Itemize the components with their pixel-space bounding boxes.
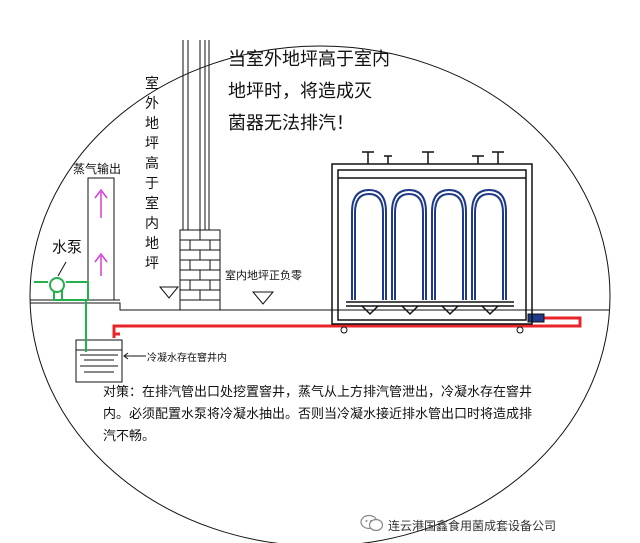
sterilizer-cabinet (331, 163, 533, 325)
ground-lines (30, 299, 610, 311)
cabinet-wheel-right (516, 326, 524, 334)
headline-warning: 当室外地坪高于室内 地坪时，将造成灭 菌器无法排汽！ (228, 44, 438, 140)
countermeasure-note: 对策：在排汽管出口处挖置窨井，蒸气从上方排汽管泄出，冷凝水存在窨井内。必须配置水… (103, 385, 533, 444)
indoor-level-marker (251, 291, 275, 305)
headline-line-2: 地坪时，将造成灭 (228, 81, 372, 102)
vessel-base (346, 301, 514, 316)
water-label-arrowhead (123, 352, 129, 360)
headline-line-1: 当室外地坪高于室内 (228, 49, 390, 70)
pump-symbol (49, 277, 65, 293)
drain-pipe (112, 316, 582, 338)
pump-label-leader (57, 261, 67, 277)
sterilizer-vessels (351, 188, 507, 300)
brand-footer: 连云港国鑫食用菌成套设备公司 (388, 519, 557, 533)
headline-line-3: 菌器无法排汽！ (228, 113, 354, 134)
steam-arrow-lower (94, 252, 108, 276)
chimney-lines (182, 40, 210, 230)
water-level-lines (76, 349, 122, 373)
indoor-floor-label: 室内地坪正负零 (225, 269, 302, 282)
water-pit-label: 冷凝水存在窨井内 (147, 353, 227, 364)
outdoor-floor-vertical-label: 室外地坪高于室内地坪 (145, 76, 159, 272)
cabinet-wheel-left (340, 326, 348, 334)
brick-column (179, 229, 221, 311)
outdoor-level-marker (158, 286, 180, 299)
frame-ellipse (29, 45, 611, 543)
wechat-icon (360, 514, 384, 532)
steam-arrow-upper (94, 188, 108, 218)
steam-outlet-label: 蒸气输出 (73, 162, 122, 176)
cabinet-nozzles (362, 151, 504, 164)
water-pit (75, 339, 123, 383)
pump-label: 水泵 (52, 238, 83, 256)
drain-valve (527, 313, 545, 323)
